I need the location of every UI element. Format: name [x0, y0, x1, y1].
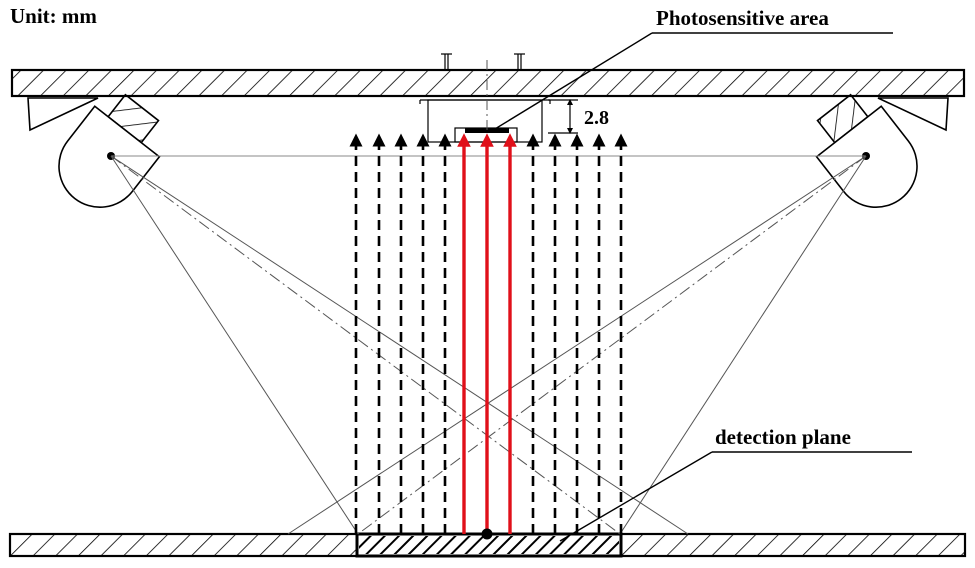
- detection-plane-label: detection plane: [715, 425, 851, 449]
- unit-label: Unit: mm: [10, 4, 97, 28]
- photosensitive-leader: [489, 32, 893, 133]
- right-lamp-beam: [287, 155, 867, 535]
- bottom-plate: [8, 532, 967, 558]
- top-pins: [441, 53, 525, 70]
- red-ray-arrows: [457, 133, 517, 534]
- dashed-ray-arrows: [349, 133, 628, 534]
- photosensitive-area-label: Photosensitive area: [656, 6, 829, 30]
- top-plate: [10, 68, 966, 98]
- left-lamp-beam: [110, 155, 689, 535]
- dimension-marker: [548, 99, 578, 134]
- detection-plane-leader: [559, 451, 912, 542]
- dimension-label: 2.8: [584, 107, 609, 129]
- right-lamp: [815, 93, 949, 208]
- detection-point: [481, 528, 493, 540]
- photosensitive-area: [465, 128, 509, 133]
- left-lamp: [27, 93, 161, 208]
